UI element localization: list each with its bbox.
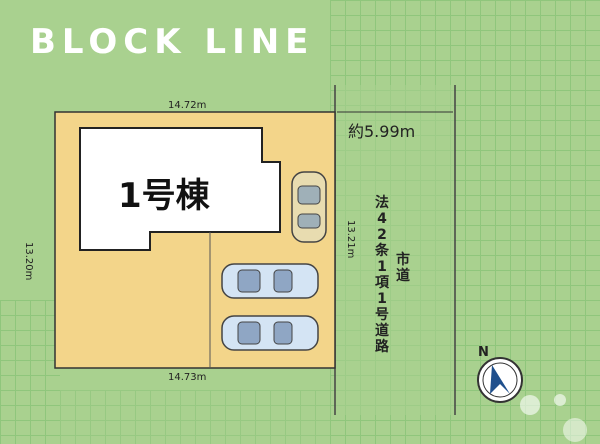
bottom-grid [0, 390, 330, 444]
dimension-depth-right: 13.21m [345, 220, 356, 259]
building-1 [79, 127, 281, 251]
car-icon [291, 171, 327, 243]
car-icon [221, 263, 319, 299]
decor-circle [520, 395, 540, 415]
road [335, 85, 455, 415]
road-label: 市道 [396, 252, 410, 284]
compass-icon [477, 357, 523, 403]
building-label: 1号棟 [118, 176, 210, 216]
car-icon [221, 315, 319, 351]
dimension-width-top: 14.72m [168, 100, 207, 111]
road-law-label: 法42条1項1号道路 [375, 195, 389, 355]
dimension-road-width: 約5.99m [348, 122, 416, 141]
decor-circle [554, 394, 566, 406]
dimension-depth-left: 13.20m [23, 242, 34, 281]
decor-circle [563, 418, 587, 442]
brand-logo: BLOCK LINE [30, 22, 315, 62]
compass-north-label: N [478, 345, 489, 360]
top-grid [360, 0, 600, 100]
dimension-width-bottom: 14.73m [168, 372, 207, 383]
